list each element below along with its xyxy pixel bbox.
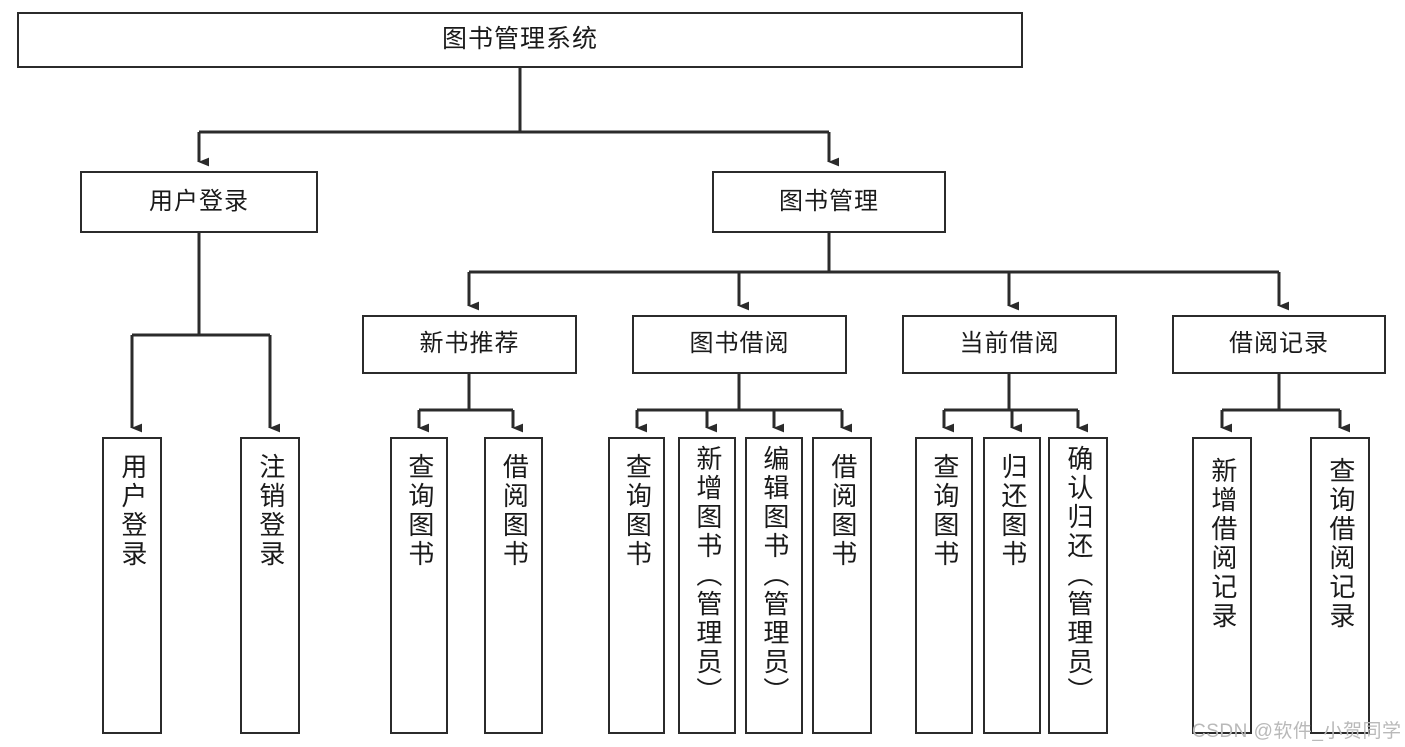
node-leaf-query-book-cur[interactable]: 查询图书	[915, 437, 973, 734]
node-leaf-logout[interactable]: 注销登录	[240, 437, 300, 734]
node-leaf-borrow-book-label: 借阅图书	[827, 453, 858, 569]
node-new-book-recommend[interactable]: 新书推荐	[362, 315, 577, 374]
node-leaf-user-login-label: 用户登录	[117, 453, 148, 569]
node-leaf-query-borrow-record[interactable]: 查询借阅记录	[1310, 437, 1370, 734]
node-borrow-record[interactable]: 借阅记录	[1172, 315, 1386, 374]
node-new-book-recommend-label: 新书推荐	[419, 330, 520, 358]
node-leaf-confirm-return-admin-label: 确认归还（管理员）	[1063, 445, 1094, 706]
node-leaf-return-book[interactable]: 归还图书	[983, 437, 1041, 734]
node-root-label: 图书管理系统	[441, 25, 598, 54]
node-leaf-borrow-book[interactable]: 借阅图书	[812, 437, 872, 734]
node-leaf-user-login[interactable]: 用户登录	[102, 437, 162, 734]
node-leaf-query-book-rec[interactable]: 查询图书	[390, 437, 448, 734]
node-leaf-add-book-admin[interactable]: 新增图书（管理员）	[678, 437, 736, 734]
node-leaf-logout-label: 注销登录	[255, 453, 286, 569]
node-leaf-query-book-borrow-label: 查询图书	[622, 453, 653, 569]
node-current-borrow-label: 当前借阅	[959, 330, 1060, 358]
node-leaf-query-borrow-record-label: 查询借阅记录	[1325, 457, 1356, 631]
node-user-login[interactable]: 用户登录	[80, 171, 318, 233]
node-leaf-borrow-book-rec[interactable]: 借阅图书	[484, 437, 543, 734]
node-book-borrow[interactable]: 图书借阅	[632, 315, 847, 374]
node-borrow-record-label: 借阅记录	[1229, 330, 1329, 358]
node-leaf-query-book-cur-label: 查询图书	[929, 453, 960, 569]
csdn-watermark: CSDN @软件_小贺同学	[1192, 721, 1402, 742]
node-current-borrow[interactable]: 当前借阅	[902, 315, 1117, 374]
node-user-login-label: 用户登录	[149, 187, 249, 215]
node-leaf-confirm-return-admin[interactable]: 确认归还（管理员）	[1048, 437, 1108, 734]
node-leaf-add-book-admin-label: 新增图书（管理员）	[692, 445, 723, 706]
node-leaf-add-borrow-record-label: 新增借阅记录	[1207, 457, 1238, 631]
node-root[interactable]: 图书管理系统	[17, 12, 1023, 68]
node-book-borrow-label: 图书借阅	[689, 330, 790, 358]
node-leaf-edit-book-admin-label: 编辑图书（管理员）	[759, 445, 790, 706]
node-leaf-query-book-borrow[interactable]: 查询图书	[608, 437, 665, 734]
node-leaf-query-book-rec-label: 查询图书	[404, 453, 435, 569]
node-book-management-label: 图书管理	[779, 187, 879, 215]
node-leaf-borrow-book-rec-label: 借阅图书	[499, 453, 530, 569]
node-leaf-add-borrow-record[interactable]: 新增借阅记录	[1192, 437, 1252, 734]
node-leaf-edit-book-admin[interactable]: 编辑图书（管理员）	[745, 437, 803, 734]
node-leaf-return-book-label: 归还图书	[997, 453, 1028, 569]
node-book-management[interactable]: 图书管理	[712, 171, 946, 233]
